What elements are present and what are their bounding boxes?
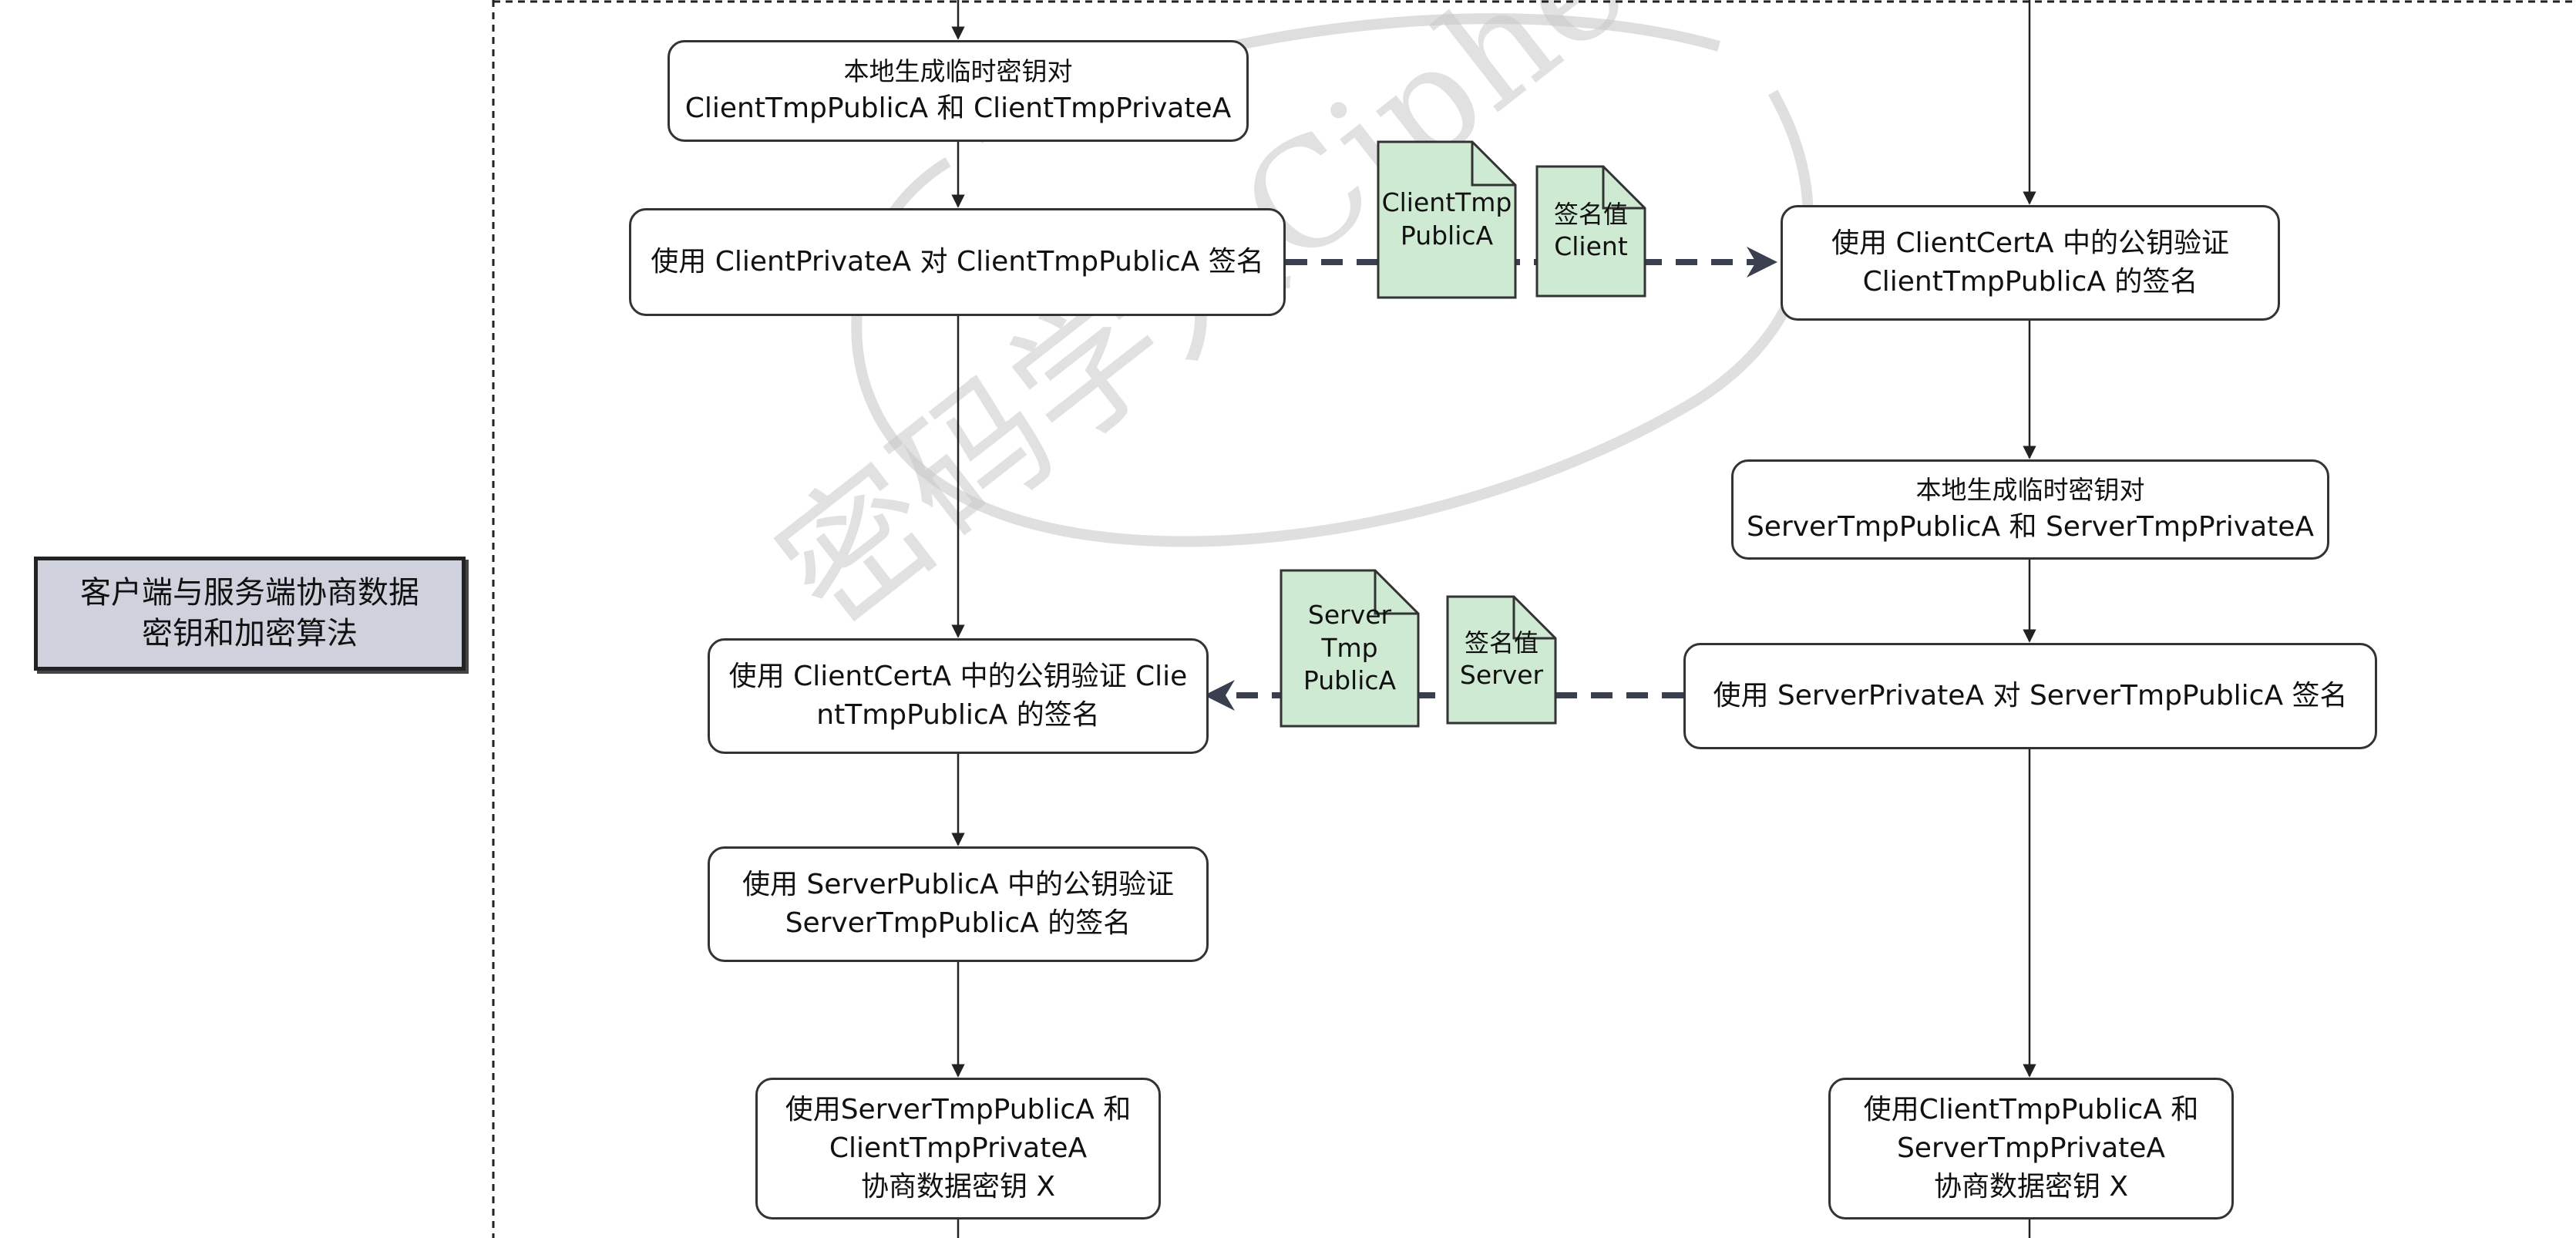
document-icon	[1280, 569, 1420, 728]
server-tmp-public-line-2: Tmp	[1321, 632, 1378, 663]
section-label-line-2: 密钥和加密算法	[142, 616, 358, 651]
client-sign-step: 使用 ClientPrivateA 对 ClientTmpPublicA 签名	[629, 208, 1286, 316]
server-gen-keypair-line-2: ServerTmpPublicA 和 ServerTmpPrivateA	[1746, 510, 2315, 543]
server-negotiate-step: 使用ClientTmpPublicA 和 ServerTmpPrivateA 协…	[1828, 1078, 2234, 1219]
client-gen-keypair-line-1: 本地生成临时密钥对	[843, 56, 1073, 87]
client-signature-line-1: 签名值	[1553, 199, 1628, 229]
document-icon	[1535, 165, 1646, 298]
client-tmp-public-doc: ClientTmp PublicA	[1377, 140, 1517, 299]
client-verify-server-line-1: 使用 ServerPublicA 中的公钥验证	[742, 869, 1175, 901]
client-negotiate-line-2: ClientTmpPrivateA	[829, 1132, 1088, 1165]
server-sign-step: 使用 ServerPrivateA 对 ServerTmpPublicA 签名	[1683, 643, 2377, 749]
server-negotiate-line-2: ServerTmpPrivateA	[1896, 1132, 2166, 1165]
client-negotiate-line-1: 使用ServerTmpPublicA 和	[785, 1094, 1132, 1126]
server-negotiate-line-1: 使用ClientTmpPublicA 和	[1863, 1094, 2199, 1126]
client-sign-text: 使用 ClientPrivateA 对 ClientTmpPublicA 签名	[651, 246, 1264, 278]
server-signature-line-1: 签名值	[1464, 627, 1539, 658]
server-verify-line-1: 使用 ClientCertA 中的公钥验证	[1831, 227, 2229, 260]
server-tmp-public-line-1: Server	[1307, 599, 1392, 630]
client-negotiate-line-3: 协商数据密钥 X	[860, 1170, 1056, 1203]
document-icon	[1377, 140, 1517, 299]
client-gen-keypair-step: 本地生成临时密钥对 ClientTmpPublicA 和 ClientTmpPr…	[668, 40, 1249, 142]
server-negotiate-line-3: 协商数据密钥 X	[1933, 1170, 2129, 1203]
client-verify-server-line-2: ServerTmpPublicA 的签名	[785, 907, 1132, 939]
server-signature-line-2: Server	[1459, 660, 1544, 691]
server-verify-line-2: ClientTmpPublicA 的签名	[1862, 266, 2198, 298]
client-negotiate-step: 使用ServerTmpPublicA 和 ClientTmpPrivateA 协…	[755, 1078, 1161, 1219]
client-verify-cert-line-2: ntTmpPublicA 的签名	[816, 699, 1100, 731]
server-gen-keypair-line-1: 本地生成临时密钥对	[1915, 475, 2145, 506]
server-sign-text: 使用 ServerPrivateA 对 ServerTmpPublicA 签名	[1713, 680, 2348, 712]
client-signature-doc: 签名值 Client	[1535, 165, 1646, 298]
client-gen-keypair-line-2: ClientTmpPublicA 和 ClientTmpPrivateA	[684, 92, 1232, 124]
server-tmp-public-line-3: PublicA	[1303, 665, 1397, 696]
server-tmp-public-doc: Server Tmp PublicA	[1280, 569, 1420, 728]
client-tmp-public-line-1: ClientTmp	[1381, 187, 1512, 218]
section-label-line-1: 客户端与服务端协商数据	[80, 575, 419, 611]
server-gen-keypair-step: 本地生成临时密钥对 ServerTmpPublicA 和 ServerTmpPr…	[1731, 459, 2329, 560]
client-verify-cert-step: 使用 ClientCertA 中的公钥验证 Clie ntTmpPublicA …	[708, 638, 1209, 754]
client-verify-cert-line-1: 使用 ClientCertA 中的公钥验证 Clie	[728, 661, 1188, 693]
section-label: 客户端与服务端协商数据 密钥和加密算法	[34, 557, 466, 671]
document-icon	[1446, 595, 1557, 725]
client-signature-line-2: Client	[1554, 231, 1628, 262]
server-verify-step: 使用 ClientCertA 中的公钥验证 ClientTmpPublicA 的…	[1781, 205, 2280, 321]
client-verify-server-step: 使用 ServerPublicA 中的公钥验证 ServerTmpPublicA…	[708, 846, 1209, 962]
client-tmp-public-line-2: PublicA	[1400, 220, 1494, 251]
server-signature-doc: 签名值 Server	[1446, 595, 1557, 725]
